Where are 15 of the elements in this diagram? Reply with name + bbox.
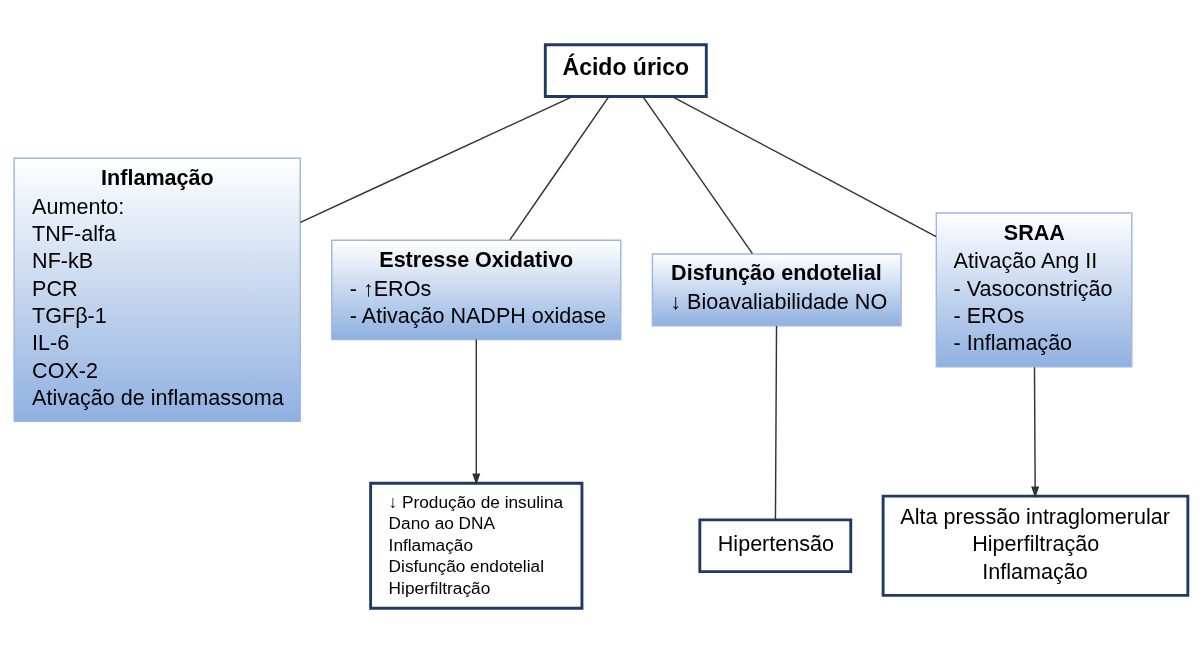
arrow [472, 338, 481, 485]
node-box: ↓ Produção de insulina Dano ao DNA Inflamação Disfunção endotelial Hiperfiltração [369, 481, 584, 610]
connector [642, 95, 754, 254]
node-box: Hipertensão [698, 517, 853, 573]
node-box: Alta pressão intraglomerular Hiperfiltração Inflamação [881, 494, 1190, 597]
node-box: Disfunção endotelial ↓ Bioavaliabilidade NO [651, 252, 902, 326]
connector [509, 95, 610, 241]
connector [671, 95, 937, 237]
connector [299, 95, 574, 223]
node-box: Inflamação Aumento: TNF-alfa NF-kB PCR TGFβ-1 IL-6 COX-2 Ativação de inflamassoma [13, 157, 301, 422]
connector [774, 324, 778, 520]
node-box: Estresse Oxidativo - ↑EROs - Ativação NADPH oxidase [331, 239, 622, 340]
node-box: Ácido úrico [543, 42, 708, 98]
arrow [1031, 365, 1040, 498]
node-box: SRAA Ativação Ang II - Vasoconstrição - EROs - Inflamação [935, 211, 1133, 367]
